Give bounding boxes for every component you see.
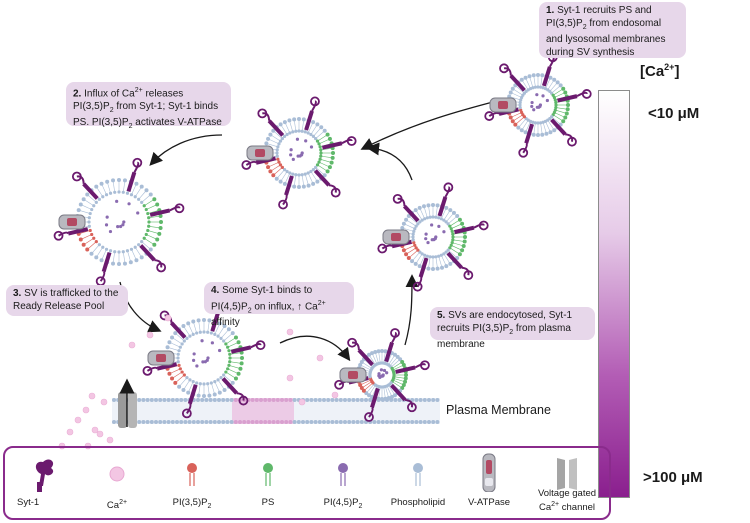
calcium-channel: [118, 378, 137, 428]
step-1-text: Syt-1 recruits PS and PI(3,5)P: [546, 5, 652, 29]
ps-lipid-icon: [263, 463, 273, 486]
calcium-ion: [66, 428, 74, 436]
step-5-text: SVs are endocytosed, Syt-1 recruits PI(3…: [437, 310, 573, 334]
step-2-number: 2.: [73, 88, 82, 100]
calcium-ion: [96, 430, 104, 438]
arrow-1-to-2: [360, 97, 509, 150]
vesicle-step-5-rising: [377, 182, 489, 292]
calcium-scale-title: [Ca2+]: [640, 62, 680, 80]
arrow-5-to-up: [404, 274, 419, 346]
step-3-text: SV is trafficked to the Ready Release Po…: [13, 288, 119, 312]
step-1-box: 1. Syt-1 recruits PS and PI(3,5)P2 from …: [539, 2, 686, 58]
v-atpase-icon: [482, 453, 496, 492]
vesicle-step-3: [53, 157, 185, 287]
phospholipid-icon: [413, 463, 423, 486]
calcium-ion: [106, 436, 114, 444]
calcium-ion: [100, 398, 108, 406]
arrow-2-to-3: [149, 134, 223, 166]
step-2-text: Influx of Ca: [84, 88, 135, 100]
step-4-text: Some Syt-1 binds to PI(4,5)P: [211, 285, 313, 312]
arrow-up-to-2: [366, 142, 413, 181]
arrow-4-to-5: [279, 335, 351, 362]
syt1-icon: [35, 459, 54, 492]
calcium-ion: [88, 392, 96, 400]
calcium-ion: [331, 391, 339, 399]
legend-item-ca: Ca2+: [77, 448, 157, 518]
ca-ion-icon: [109, 466, 125, 482]
calcium-ion: [146, 331, 154, 339]
calcium-scale-low-label: <10 μM: [648, 105, 700, 122]
vesicle-step-4-docked: [142, 297, 266, 419]
vesicle-step-5-endocytosing: [334, 328, 430, 422]
plasma-membrane: [112, 398, 440, 424]
legend-item-vatpase: V-ATPase: [449, 448, 529, 518]
pi45p2-lipid-icon: [338, 463, 348, 486]
step-3-number: 3.: [13, 288, 22, 299]
plasma-membrane-label: Plasma Membrane: [446, 403, 551, 417]
calcium-ion: [164, 314, 172, 322]
calcium-ion: [82, 406, 90, 414]
calcium-ion: [298, 398, 306, 406]
calcium-ion: [74, 416, 82, 424]
calcium-ion: [316, 354, 324, 362]
legend-box: Syt-1 Ca2+ PI(3,5)P2 PS: [3, 446, 611, 520]
step-1-number: 1.: [546, 5, 555, 16]
pi35p2-lipid-icon: [187, 463, 197, 486]
calcium-gradient-bar: [598, 90, 630, 498]
calcium-scale-high-label: >100 μM: [643, 469, 703, 486]
step-4-box: 4. Some Syt-1 binds to PI(4,5)P2 on infl…: [204, 282, 354, 328]
calcium-ion: [91, 426, 99, 434]
calcium-ion: [286, 328, 294, 336]
step-3-box: 3. SV is trafficked to the Ready Release…: [6, 285, 128, 316]
legend-item-phospholipid: Phospholipid: [378, 448, 458, 518]
vesicle-step-1: [484, 52, 592, 158]
legend-item-syt1: Syt-1: [7, 448, 87, 518]
channel-icon: [557, 458, 577, 490]
legend-item-pi35p2: PI(3,5)P2: [152, 448, 232, 518]
step-5-number: 5.: [437, 310, 446, 321]
calcium-ion: [286, 374, 294, 382]
legend-item-ps: PS: [228, 448, 308, 518]
legend-item-pi45p2: PI(4,5)P2: [303, 448, 383, 518]
step-2-box: 2. Influx of Ca2+ releases PI(3,5)P2 fro…: [66, 82, 231, 130]
vesicle-step-2: [241, 96, 357, 210]
step-4-number: 4.: [211, 285, 220, 296]
calcium-ion: [128, 341, 136, 349]
step-5-box: 5. SVs are endocytosed, Syt-1 recruits P…: [430, 307, 595, 350]
